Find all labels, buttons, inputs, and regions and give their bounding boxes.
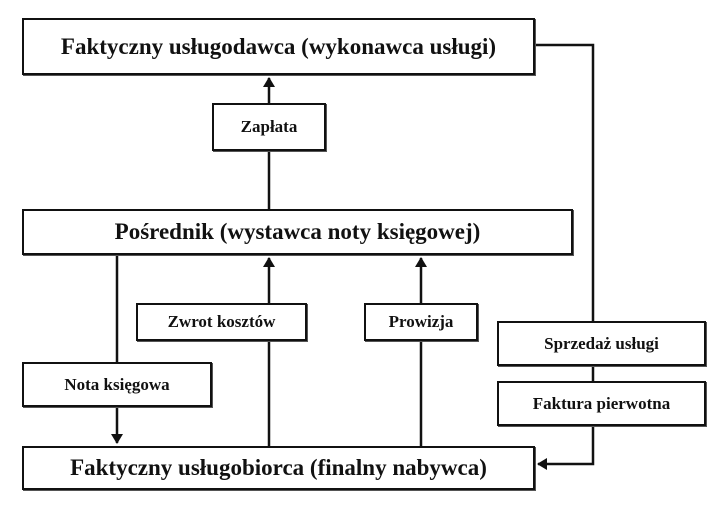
original-invoice-label: Faktura pierwotna xyxy=(532,393,671,413)
accounting-note-box: Nota księgowa xyxy=(22,362,212,407)
provider-label: Faktyczny usługodawca (wykonawca usługi) xyxy=(60,33,497,59)
recipient-label: Faktyczny usługobiorca (finalny nabywca) xyxy=(70,455,487,480)
intermediary-label: Pośrednik (wystawca noty księgowej) xyxy=(114,219,481,244)
commission-box: Prowizja xyxy=(364,303,478,341)
intermediary-box: Pośrednik (wystawca noty księgowej) xyxy=(22,209,573,255)
recipient-box: Faktyczny usługobiorca (finalny nabywca) xyxy=(22,446,535,490)
arrow-service-sale xyxy=(535,43,595,470)
commission-label: Prowizja xyxy=(388,312,454,331)
provider-box: Faktyczny usługodawca (wykonawca usługi) xyxy=(22,18,535,75)
cost-refund-box: Zwrot kosztów xyxy=(136,303,307,341)
payment-label: Zapłata xyxy=(240,117,298,136)
accounting-note-label: Nota księgowa xyxy=(64,374,170,394)
cost-refund-label: Zwrot kosztów xyxy=(167,312,276,331)
service-sale-box: Sprzedaż usługi xyxy=(497,321,706,366)
payment-box: Zapłata xyxy=(212,103,326,151)
service-sale-label: Sprzedaż usługi xyxy=(544,333,659,353)
original-invoice-box: Faktura pierwotna xyxy=(497,381,706,426)
